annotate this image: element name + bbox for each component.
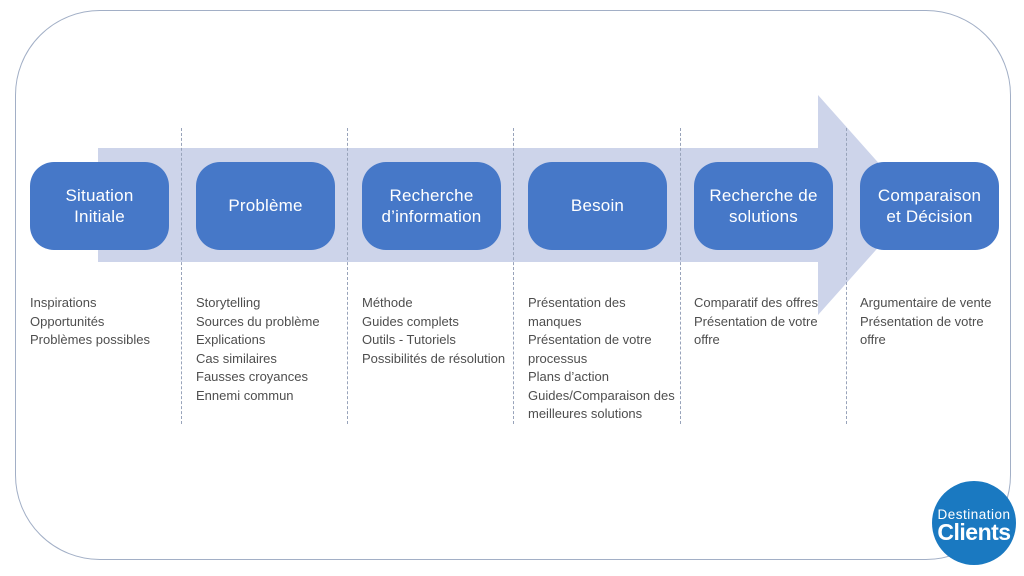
list-item: Inspirations <box>30 295 97 310</box>
list-item: Possibilités de résolution <box>362 350 506 366</box>
column-separator-3 <box>513 128 514 424</box>
column-separator-5 <box>846 128 847 424</box>
stage-box-1: Situation Initiale <box>30 162 169 250</box>
column-separator-1 <box>181 128 182 424</box>
stage-title: Situation Initiale <box>65 185 134 226</box>
list-item: Présentation de votre offre <box>860 313 984 348</box>
list-item: Argumentaire de vente <box>860 295 992 310</box>
stage-box-4: Besoin <box>528 162 667 250</box>
list-item: Outils - Tutoriels <box>362 332 456 347</box>
column-separator-2 <box>347 128 348 424</box>
logo-text-destination: Destination <box>937 506 1011 522</box>
stage-title: Besoin <box>570 196 625 216</box>
column-separator-4 <box>680 128 681 424</box>
list-item: Comparatif des offres <box>694 295 819 310</box>
list-item: Présentation de votre offre <box>694 313 818 348</box>
stage-box-2: Problème <box>196 162 335 250</box>
list-item: Guides/Comparaison des meilleures soluti… <box>528 387 675 422</box>
slide-border-frame <box>15 10 1011 560</box>
list-item: Guides complets <box>362 313 459 329</box>
process-arrow-shape <box>98 95 916 315</box>
list-item: Plans d’action <box>528 369 609 384</box>
logo-destination-clients: Destination Clients <box>932 481 1016 565</box>
list-item: Problèmes possibles <box>30 332 150 347</box>
list-item: Fausses croyances <box>196 369 308 384</box>
stage-box-3: Recherche d’information <box>362 162 501 250</box>
list-item: Présentation de votre processus <box>528 332 652 366</box>
stage-title: Comparaison et Décision <box>877 185 982 226</box>
logo-text-clients: Clients <box>937 518 1011 545</box>
list-item: Présentation des manques <box>528 295 626 329</box>
stage-title: Problème <box>228 196 303 216</box>
stage-box-6: Comparaison et Décision <box>860 162 999 250</box>
list-item: Ennemi commun <box>196 387 294 403</box>
list-item: Méthode <box>362 295 413 310</box>
list-item: Explications <box>196 332 266 347</box>
list-item: Sources du problème <box>196 313 320 329</box>
list-item: Cas similaires <box>196 350 277 366</box>
list-item: Opportunités <box>30 313 105 329</box>
list-item: Storytelling <box>196 295 261 310</box>
stage-box-5: Recherche de solutions <box>694 162 833 250</box>
stage-title: Recherche de solutions <box>709 185 818 226</box>
stage-title: Recherche d’information <box>381 185 482 226</box>
